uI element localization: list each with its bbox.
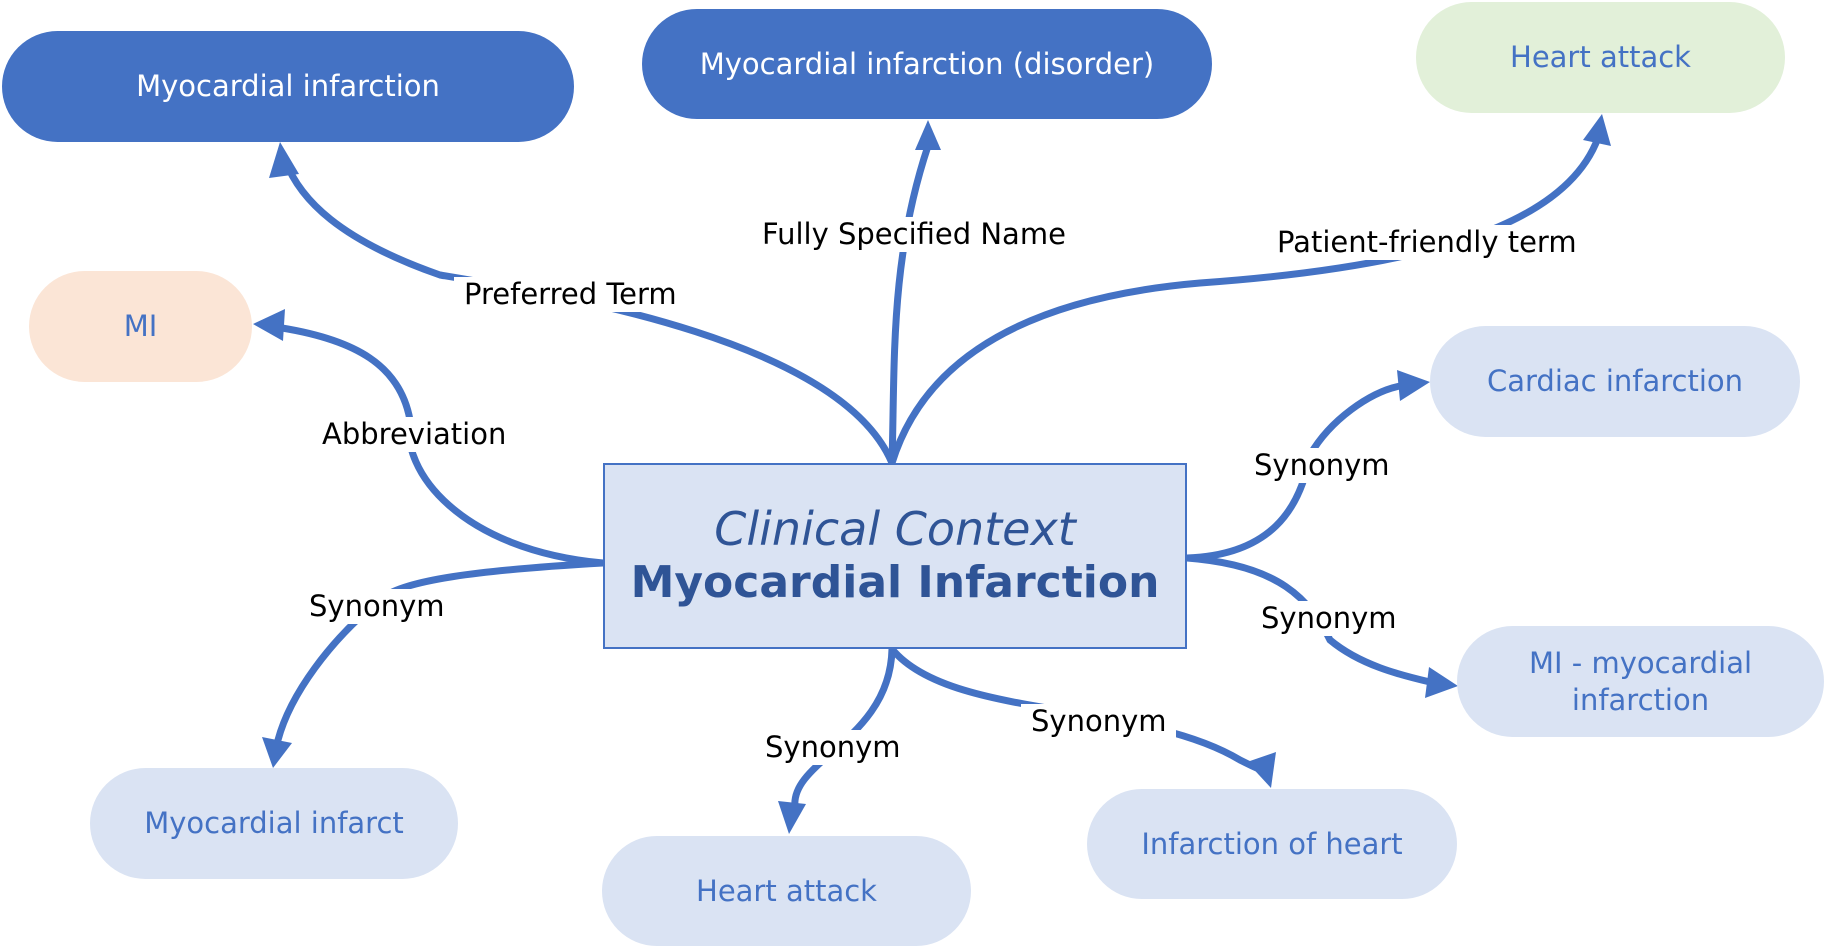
node-preferred-term: Myocardial infarction [2,31,574,142]
connector-synonym-heart-attack [791,645,896,811]
node-heart-attack: Heart attack [602,836,971,946]
center-title: Myocardial Infarction [630,557,1160,609]
label-abbreviation: Abbreviation [312,417,517,452]
label-synonym-cardiac: Synonym [1244,448,1400,483]
label-preferred-term: Preferred Term [454,277,687,312]
arrowhead-fully-specified-name [915,120,941,150]
center-concept: Clinical Context Myocardial Infarction [603,463,1187,649]
label-synonym-mi: Synonym [1251,601,1407,636]
node-myocardial-infarct: Myocardial infarct [90,768,458,879]
label-synonym-infarct: Synonym [299,589,455,624]
connector-patient-friendly [888,128,1604,467]
node-mi-myocardial-infarction: MI - myocardial infarction [1457,626,1824,737]
center-context-label: Clinical Context [714,502,1076,556]
connector-fully-specified-name [888,142,932,467]
label-synonym-heart-attack: Synonym [755,730,911,765]
node-abbreviation: MI [29,271,252,382]
arrowhead-patient-friendly [1583,114,1611,146]
arrowhead-abbreviation [253,309,285,341]
label-patient-friendly-term: Patient-friendly term [1267,225,1587,260]
node-patient-friendly-term: Heart attack [1416,2,1785,113]
label-synonym-infarction-heart: Synonym [1021,704,1177,739]
node-fully-specified-name: Myocardial infarction (disorder) [642,9,1212,119]
node-infarction-of-heart: Infarction of heart [1087,789,1457,899]
node-cardiac-infarction: Cardiac infarction [1430,326,1800,437]
arrowhead-synonym-infarction-heart [1247,752,1276,788]
arrowhead-synonym-cardiac [1397,370,1430,401]
arrowhead-synonym-mi [1425,667,1458,698]
arrowhead-synonym-infarct [262,737,292,768]
label-fully-specified-name: Fully Specified Name [752,217,1076,252]
arrowhead-preferred-term [269,142,299,178]
arrowhead-synonym-heart-attack [778,801,806,834]
